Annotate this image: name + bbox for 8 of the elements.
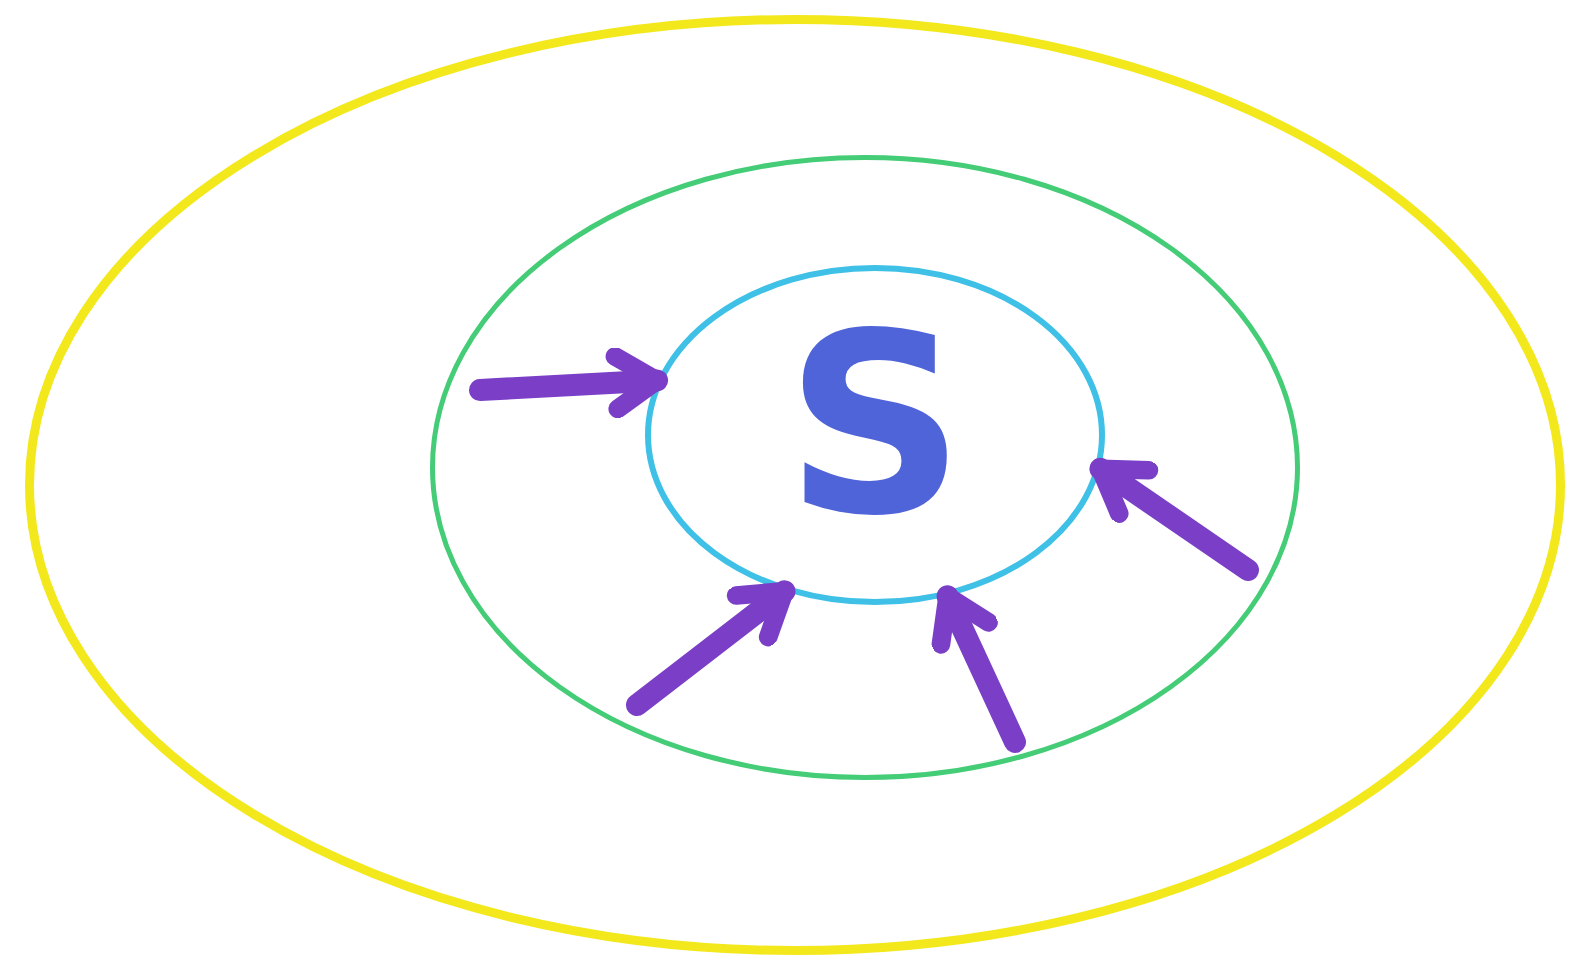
- letter-label: S: [784, 300, 966, 550]
- arrow: [1089, 457, 1259, 581]
- ellipse-node: [645, 265, 1105, 605]
- arrow: [469, 347, 669, 419]
- arrow: [626, 580, 796, 716]
- arrow: [931, 585, 1026, 753]
- ellipse-outline: [430, 155, 1300, 780]
- ellipse-outline: [25, 15, 1565, 955]
